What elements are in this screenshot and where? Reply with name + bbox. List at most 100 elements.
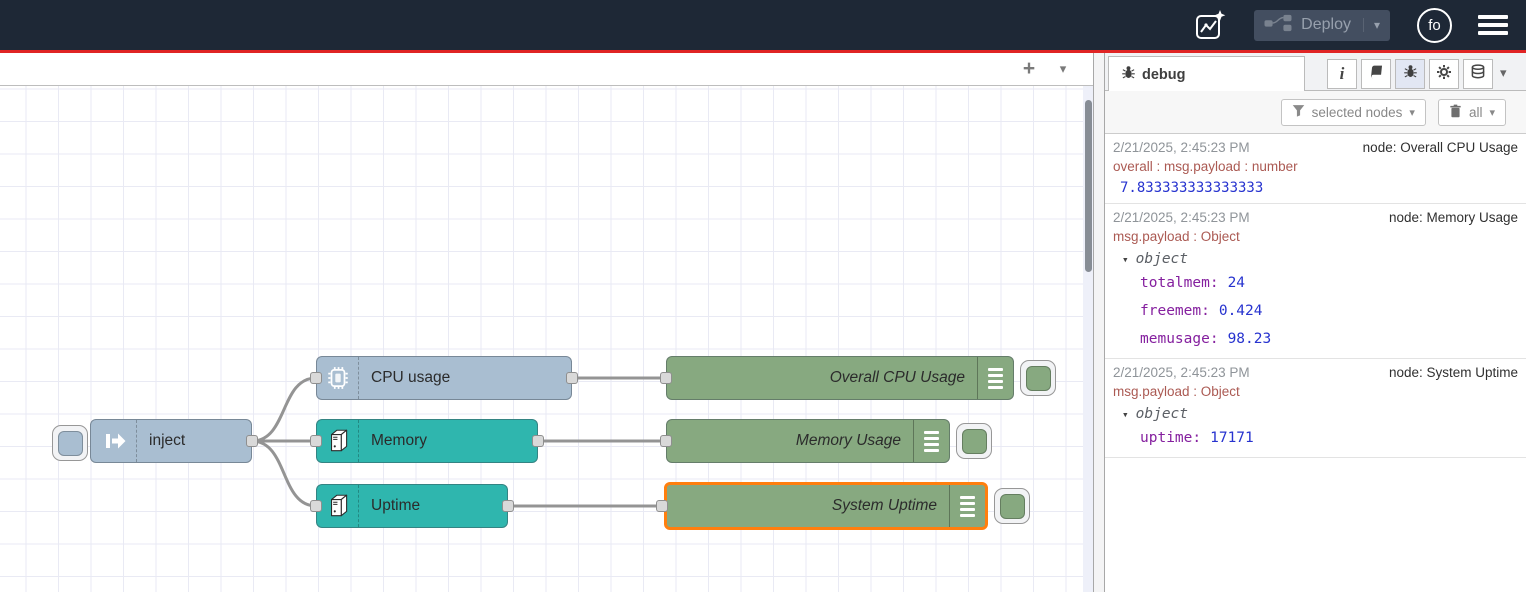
message-timestamp: 2/21/2025, 2:45:23 PM xyxy=(1113,365,1250,380)
node-uptime[interactable]: Uptime xyxy=(316,484,508,528)
flow-list-caret[interactable]: ▾ xyxy=(1059,61,1067,76)
port-debug-uptime-in[interactable] xyxy=(656,500,668,512)
microchip-icon xyxy=(317,357,359,399)
message-node-name: node: Overall CPU Usage xyxy=(1362,140,1518,155)
node-cpu-usage[interactable]: CPU usage xyxy=(316,356,572,400)
port-debug-cpu-in[interactable] xyxy=(660,372,672,384)
add-flow-button[interactable]: + xyxy=(1022,57,1036,80)
node-label: Memory Usage xyxy=(795,432,901,449)
debug-toggle-inner xyxy=(1025,365,1051,391)
wire-inject-cpu[interactable] xyxy=(250,376,318,443)
filter-caret: ▾ xyxy=(1409,106,1415,119)
port-debug-memory-in[interactable] xyxy=(660,435,672,447)
node-label: Uptime xyxy=(371,497,421,514)
main-menu-button[interactable] xyxy=(1478,15,1508,35)
flow-canvas[interactable]: inject CPU usage xyxy=(0,86,1093,592)
object-property: totalmem:24 xyxy=(1113,269,1518,297)
debug-message-list: 2/21/2025, 2:45:23 PM node: Overall CPU … xyxy=(1105,133,1526,592)
debug-toggle-button-memory[interactable] xyxy=(956,423,992,459)
sidebar: debug i xyxy=(1105,53,1526,592)
property-value: 17171 xyxy=(1210,430,1254,446)
message-value: 7.833333333333333 xyxy=(1120,180,1264,196)
deploy-options-caret[interactable]: ▾ xyxy=(1362,18,1390,32)
tab-debug-icon[interactable] xyxy=(1395,59,1425,89)
workspace-tab-bar: + ▾ xyxy=(0,53,1093,86)
header-accent-line xyxy=(0,50,1526,53)
property-value: 0.424 xyxy=(1218,303,1263,319)
info-icon: i xyxy=(1339,64,1345,83)
scrollbar-thumb[interactable] xyxy=(1084,100,1092,272)
bug-icon xyxy=(1403,64,1418,84)
clear-messages-button[interactable]: all ▾ xyxy=(1437,98,1506,126)
tab-debug-label: debug xyxy=(1142,66,1186,83)
flow-export-sparkle-icon[interactable] xyxy=(1191,6,1229,44)
debug-filter-toolbar: selected nodes ▾ all ▾ xyxy=(1105,91,1526,133)
tab-context-data[interactable] xyxy=(1463,59,1493,89)
chevron-down-icon: ▾ xyxy=(1122,407,1129,421)
filter-label: selected nodes xyxy=(1311,104,1403,120)
sidebar-resize-handle[interactable] xyxy=(1093,53,1105,592)
object-expander[interactable]: ▾ object xyxy=(1113,246,1518,269)
sidebar-tabs-caret[interactable]: ▾ xyxy=(1500,65,1507,80)
port-uptime-in[interactable] xyxy=(310,500,322,512)
deploy-button[interactable]: Deploy ▾ xyxy=(1254,9,1390,41)
node-label: CPU usage xyxy=(371,369,451,386)
property-value: 98.23 xyxy=(1227,331,1272,347)
object-expander[interactable]: ▾ object xyxy=(1113,401,1518,424)
debug-toggle-button-uptime[interactable] xyxy=(994,488,1030,524)
message-property-path: msg.payload : Object xyxy=(1113,384,1240,399)
message-timestamp: 2/21/2025, 2:45:23 PM xyxy=(1113,210,1250,225)
app-header: Deploy ▾ fo xyxy=(0,0,1526,50)
debug-toggle-inner xyxy=(999,493,1025,519)
debug-message[interactable]: 2/21/2025, 2:45:23 PM node: System Uptim… xyxy=(1105,359,1526,458)
port-uptime-out[interactable] xyxy=(502,500,514,512)
main-content: + ▾ xyxy=(0,53,1526,592)
object-property: uptime: 17171 xyxy=(1113,424,1518,452)
node-debug-memory[interactable]: Memory Usage xyxy=(666,419,950,463)
property-key: totalmem: xyxy=(1140,275,1219,291)
debug-message[interactable]: 2/21/2025, 2:45:23 PM node: Overall CPU … xyxy=(1105,134,1526,204)
user-avatar[interactable]: fo xyxy=(1417,7,1452,43)
port-inject-out[interactable] xyxy=(246,435,258,447)
bug-icon xyxy=(1121,65,1136,84)
node-label: Memory xyxy=(371,432,427,449)
wire-inject-uptime[interactable] xyxy=(250,439,318,508)
debug-message[interactable]: 2/21/2025, 2:45:23 PM node: Memory Usage… xyxy=(1105,204,1526,359)
object-property: memusage:98.23 xyxy=(1113,325,1518,353)
node-inject[interactable]: inject xyxy=(90,419,252,463)
book-icon xyxy=(1368,64,1384,85)
node-debug-overall-cpu[interactable]: Overall CPU Usage xyxy=(666,356,1014,400)
chevron-down-icon: ▾ xyxy=(1122,252,1129,266)
tab-config-nodes[interactable] xyxy=(1429,59,1459,89)
filter-selected-nodes-button[interactable]: selected nodes ▾ xyxy=(1280,98,1426,126)
port-memory-out[interactable] xyxy=(532,435,544,447)
node-memory[interactable]: Memory xyxy=(316,419,538,463)
clear-caret: ▾ xyxy=(1489,106,1495,119)
inject-trigger-inner xyxy=(57,430,83,456)
port-cpu-out[interactable] xyxy=(566,372,578,384)
message-node-name: node: Memory Usage xyxy=(1388,210,1518,225)
node-debug-uptime[interactable]: System Uptime xyxy=(664,482,988,530)
gear-icon xyxy=(1436,64,1452,85)
property-key: uptime: xyxy=(1140,430,1202,446)
port-cpu-in[interactable] xyxy=(310,372,322,384)
message-property-path: overall : msg.payload : number xyxy=(1113,159,1298,174)
server-tower-icon xyxy=(317,485,359,527)
canvas-vertical-scrollbar[interactable] xyxy=(1083,86,1093,592)
server-tower-icon xyxy=(317,420,359,462)
inject-arrow-icon xyxy=(91,420,137,462)
node-label: inject xyxy=(149,432,186,449)
object-label: object xyxy=(1135,251,1189,267)
trash-icon xyxy=(1449,104,1462,121)
tab-help[interactable] xyxy=(1361,59,1391,89)
tab-debug[interactable]: debug xyxy=(1108,56,1305,92)
avatar-initials: fo xyxy=(1428,16,1441,34)
debug-toggle-button-overall-cpu[interactable] xyxy=(1020,360,1056,396)
message-property-path: msg.payload : Object xyxy=(1113,229,1240,244)
deploy-label: Deploy xyxy=(1301,16,1351,33)
inject-trigger-button[interactable] xyxy=(52,425,88,461)
tab-info[interactable]: i xyxy=(1327,59,1357,89)
node-label: System Uptime xyxy=(831,497,937,514)
port-memory-in[interactable] xyxy=(310,435,322,447)
